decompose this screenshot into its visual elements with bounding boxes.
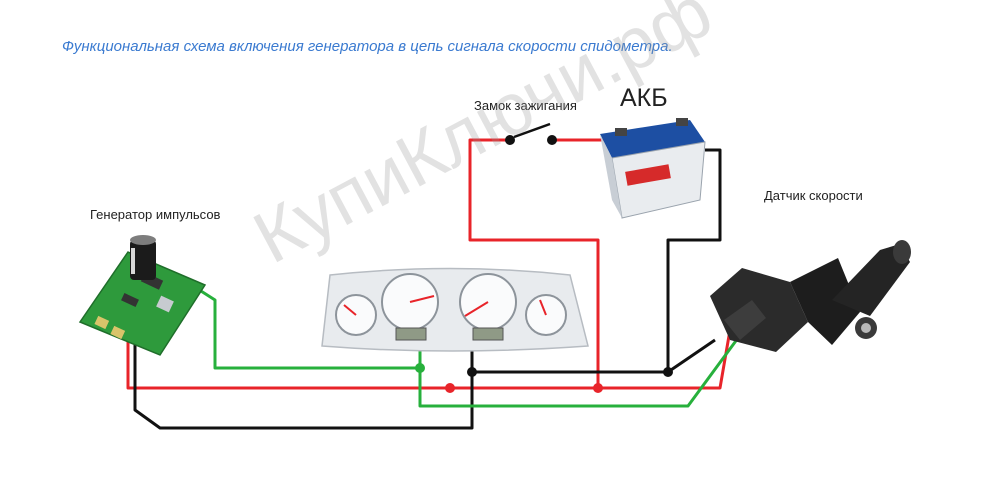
- ignition-switch-label: Замок зажигания: [474, 98, 577, 113]
- black-wire-generator: [133, 336, 474, 430]
- green-wire-cluster-sensor: [418, 337, 740, 408]
- junction-black-cluster: [467, 367, 477, 377]
- black-wire-battery-sensor: [666, 148, 722, 374]
- battery-icon: [600, 118, 706, 219]
- junction-green-cluster: [415, 363, 425, 373]
- diagram-caption: Функциональная схема включения генератор…: [62, 38, 673, 55]
- green-wire-generator-cluster: [189, 282, 422, 370]
- junction-red-right: [593, 383, 603, 393]
- pulse-generator-label: Генератор импульсов: [90, 207, 221, 222]
- junction-red-left: [445, 383, 455, 393]
- speed-sensor-icon: [710, 240, 911, 352]
- speed-sensor-label: Датчик скорости: [764, 188, 863, 203]
- junction-black-sensor: [663, 367, 673, 377]
- battery-label: АКБ: [620, 84, 668, 112]
- ignition-switch-icon: [505, 122, 557, 145]
- pulse-generator-icon: [78, 235, 207, 356]
- red-wire-main: [126, 329, 732, 390]
- red-wire-battery-loop: [468, 138, 600, 388]
- instrument-cluster-icon: [321, 267, 589, 352]
- black-wire-main: [470, 348, 668, 374]
